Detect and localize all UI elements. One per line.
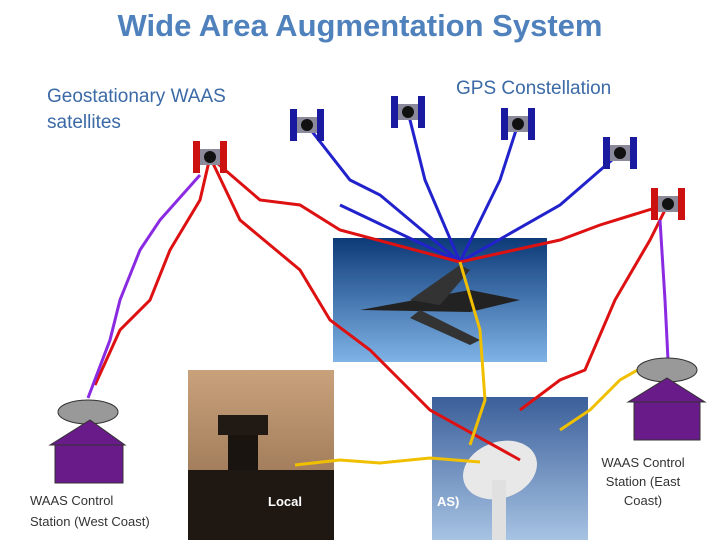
- waas-satellite-west-icon: [193, 141, 227, 173]
- local-label-tail: AS): [437, 494, 460, 509]
- gps-constellation-label: GPS Constellation: [456, 78, 612, 99]
- west-label-line2: Station (West Coast): [30, 514, 150, 529]
- airplane-image: [333, 238, 547, 362]
- east-control-station-label: WAAS Control Station (East Coast): [588, 453, 698, 510]
- east-label-line1: WAAS Control: [601, 455, 685, 470]
- geostationary-satellites-label: Geostationary WAAS satellites: [47, 84, 226, 136]
- west-control-station-label: WAAS Control Station (West Coast): [30, 490, 150, 532]
- gps-satellite-1-icon: [290, 109, 324, 141]
- local-label-head: Local: [268, 494, 302, 509]
- waas-signal-links: [93, 155, 670, 462]
- east-label-line2: Station (East: [605, 474, 681, 489]
- geostationary-label-line1: Geostationary WAAS: [47, 86, 226, 107]
- west-ground-station-icon: [48, 399, 127, 484]
- gps-satellite-4-icon: [603, 137, 637, 169]
- gps-satellite-2-icon: [391, 96, 425, 128]
- west-label-line1: WAAS Control: [30, 493, 114, 508]
- east-ground-station-icon: [626, 357, 707, 441]
- dish-antenna-image: [432, 397, 588, 540]
- geostationary-label-line2: satellites: [47, 112, 121, 133]
- east-label-line3: Coast): [623, 493, 663, 508]
- control-tower-image: [188, 370, 334, 540]
- gps-signal-links: [305, 111, 621, 264]
- gps-satellite-3-icon: [501, 108, 535, 140]
- uplink-links: [86, 174, 670, 399]
- diagram-title: Wide Area Augmentation System: [117, 8, 603, 43]
- waas-satellite-east-icon: [651, 188, 685, 220]
